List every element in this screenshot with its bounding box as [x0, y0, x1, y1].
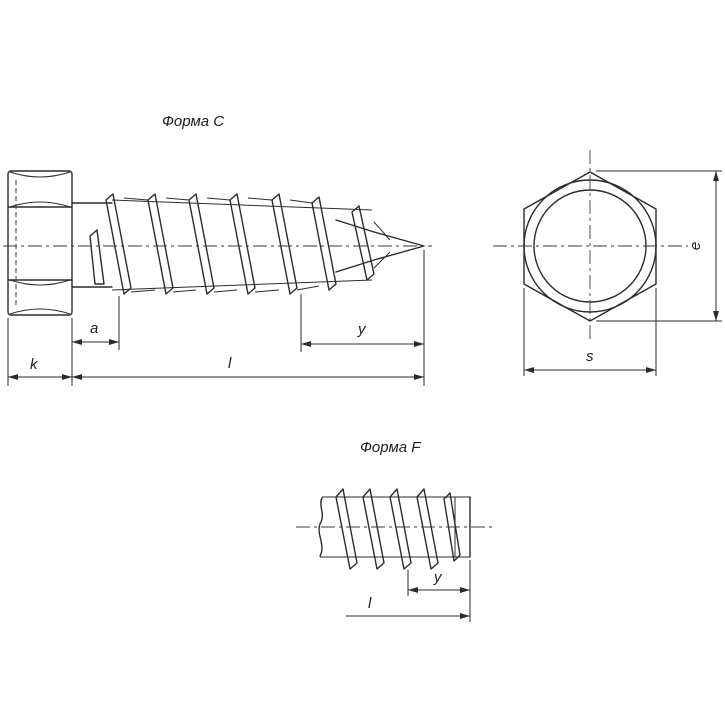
hex-end-view: [493, 150, 688, 342]
form-c-hex-head: [7, 170, 73, 316]
dimension-e: e: [596, 170, 722, 322]
form-c-screw-shank: [71, 199, 373, 291]
dimension-k: k: [8, 356, 72, 380]
form-f-title: Форма F: [360, 439, 421, 456]
dimension-y-label: y: [357, 321, 367, 338]
form-f-extension-lines: [407, 560, 471, 622]
dimension-e-label: e: [687, 242, 704, 250]
form-f-dimension-y: y: [408, 569, 470, 593]
dimension-a-label: a: [90, 320, 98, 337]
form-f-body: [318, 488, 471, 570]
dimension-k-label: k: [30, 356, 39, 373]
dimension-l: l: [72, 355, 424, 380]
form-c-title: Форма С: [162, 113, 224, 130]
form-f-dimension-y-label: y: [433, 569, 443, 586]
form-c-extension-lines: [7, 250, 425, 386]
dimension-l-label: l: [228, 355, 232, 372]
dimension-y: y: [301, 321, 424, 347]
form-f-dimension-l-label: l: [368, 595, 372, 612]
dimension-s-label: s: [586, 348, 594, 365]
form-f-dimension-l: l: [346, 595, 470, 619]
dimension-s: s: [523, 288, 657, 376]
form-c-threads: [105, 193, 375, 295]
dimension-a: a: [72, 320, 119, 345]
